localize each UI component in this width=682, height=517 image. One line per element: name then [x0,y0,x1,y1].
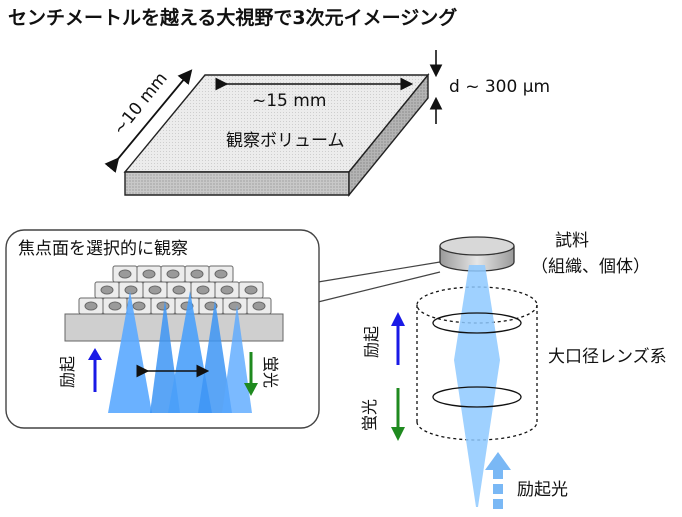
fluorescence-arrowhead [391,427,405,441]
excitation-light-label: 励起光 [517,480,568,500]
cell-nucleus [132,301,146,311]
lens-label: 大口径レンズ系 [548,347,667,367]
sample-label-line1: 試料 [555,231,589,251]
cell-nucleus [172,285,186,295]
cell-nucleus [124,285,138,295]
cell-nucleus [196,285,210,295]
cell-nucleus [228,301,242,311]
depth-dimension-arrow [104,69,193,173]
inset-fluorescence-label: 蛍光 [261,356,280,388]
cell-nucleus [244,285,258,295]
excitation-label: 励起 [362,326,381,358]
lens-element-upper [432,312,522,334]
cell-nucleus [190,269,204,279]
inset-excitation-label: 励起 [58,356,77,388]
sample-label-line2: （組織、個体） [531,257,650,277]
inset-excitation-arrowhead [88,348,102,360]
cell-nucleus [100,285,114,295]
figure-title: センチメートルを越える大視野で3次元イメージング [8,6,457,29]
thickness-label: d ~ 300 μm [449,77,550,97]
excitation-beam [454,265,500,507]
width-label: ~15 mm [252,91,326,111]
inset-beams [108,291,252,413]
cell-layers [78,265,272,315]
cell-nucleus [142,269,156,279]
lens-element-lower [432,386,522,408]
inset-connector [317,261,441,303]
cell-nucleus [166,269,180,279]
inset-title: 焦点面を選択的に観察 [18,239,188,259]
excitation-arrowhead [391,312,405,326]
observation-volume-slab [123,73,430,197]
inset-fluorescence-arrowhead [244,383,258,396]
cell-nucleus [156,301,170,311]
tissue-base [64,313,284,342]
cell-nucleus [84,301,98,311]
cell-nucleus [220,285,234,295]
volume-label: 観察ボリューム [226,131,345,151]
cell-nucleus [148,285,162,295]
cell-nucleus [108,301,122,311]
cell-nucleus [214,269,228,279]
cell-nucleus [252,301,266,311]
lens-system [416,286,538,441]
sample-dish [439,236,515,272]
cell-nucleus [118,269,132,279]
excitation-light-arrow [485,452,511,509]
fluorescence-label: 蛍光 [360,399,379,431]
